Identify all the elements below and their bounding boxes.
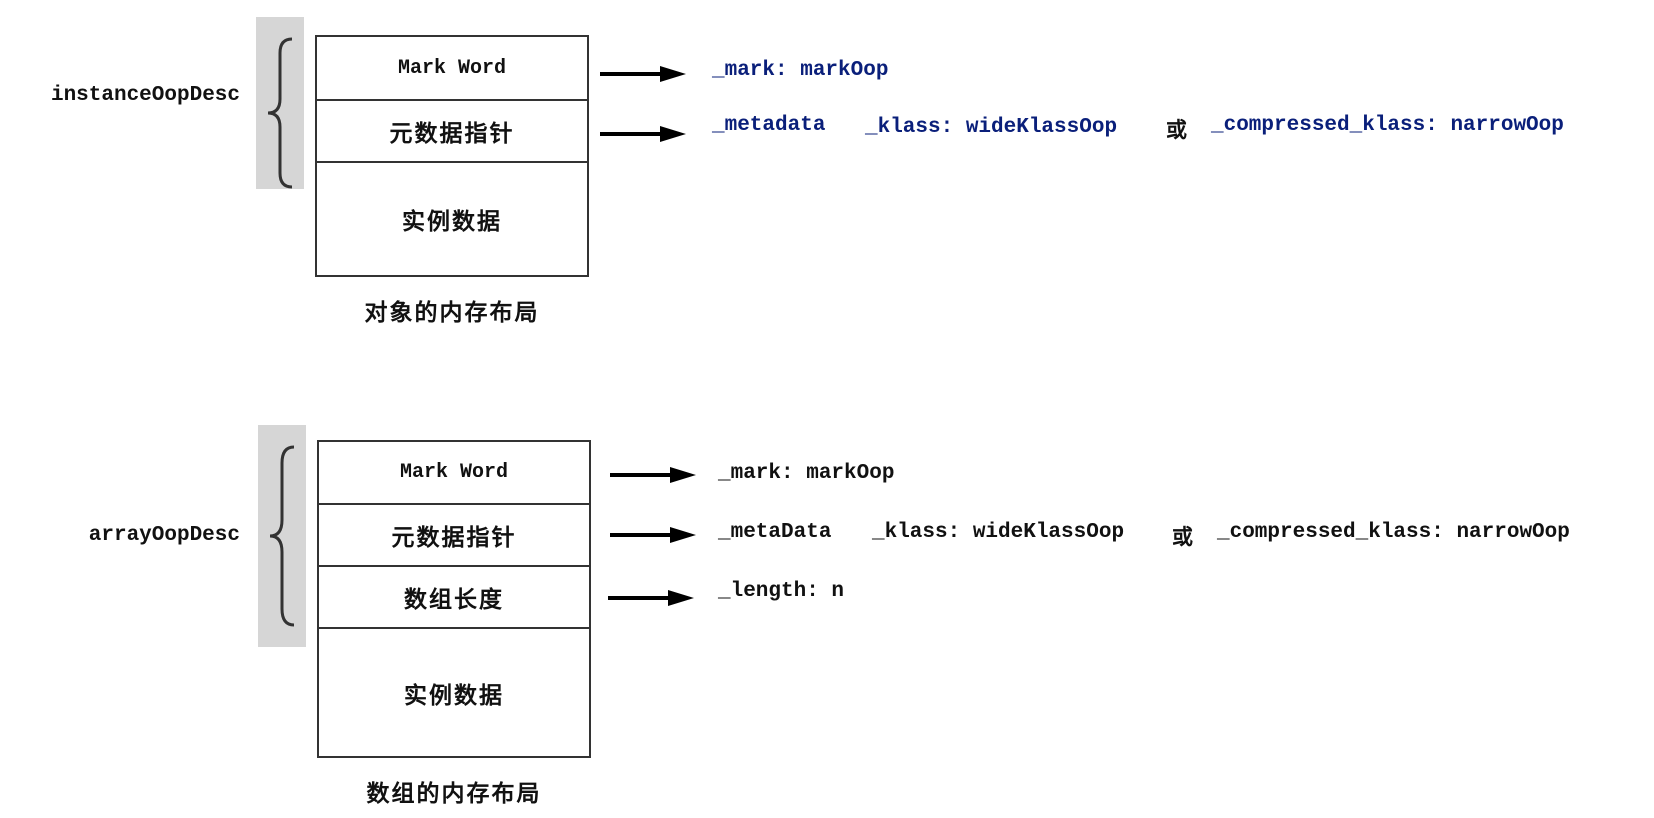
instance-metadata-arrow-icon — [600, 126, 686, 142]
array-length-cell: 数组长度 — [319, 567, 589, 629]
array-length-arrow-icon — [608, 590, 694, 606]
instance-instance-data-cell: 实例数据 — [402, 208, 502, 235]
array-metadata-pointer-cell: 元数据指针 — [319, 505, 589, 567]
array-memory-layout-box: Mark Word 元数据指针 数组长度 实例数据 — [317, 440, 591, 758]
array-compressed-klass-field: _compressed_klass: narrowOop — [1217, 521, 1570, 544]
array-caption: 数组的内存布局 — [366, 780, 542, 807]
instance-mark-word-cell: Mark Word — [317, 37, 587, 101]
instance-mark-arrow-icon — [600, 66, 686, 82]
array-klass-field: _klass: wideKlassOop — [872, 521, 1125, 544]
instance-caption: 对象的内存布局 — [364, 299, 540, 326]
instance-mark-field: _mark: markOop — [712, 59, 889, 82]
instance-oop-desc-label: instanceOopDesc — [50, 84, 240, 107]
array-brace-icon — [269, 445, 295, 627]
array-mark-field: _mark: markOop — [718, 462, 895, 485]
array-or-text: 或 — [1172, 524, 1193, 549]
array-metadata-field: _metaData — [718, 521, 832, 544]
instance-brace-icon — [267, 37, 293, 189]
array-mark-word-cell: Mark Word — [319, 442, 589, 505]
array-metadata-arrow-icon — [610, 527, 696, 543]
array-oop-desc-label: arrayOopDesc — [88, 524, 240, 547]
instance-memory-layout-box: Mark Word 元数据指针 实例数据 — [315, 35, 589, 277]
instance-or-text: 或 — [1166, 117, 1187, 142]
array-mark-arrow-icon — [610, 467, 696, 483]
instance-metadata-field: _metadata — [712, 114, 826, 137]
instance-klass-field: _klass: wideKlassOop — [865, 116, 1118, 139]
array-length-field: _length: n — [718, 580, 845, 603]
instance-compressed-klass-field: _compressed_klass: narrowOop — [1211, 114, 1564, 137]
instance-metadata-pointer-cell: 元数据指针 — [317, 101, 587, 163]
array-instance-data-cell: 实例数据 — [404, 681, 504, 709]
